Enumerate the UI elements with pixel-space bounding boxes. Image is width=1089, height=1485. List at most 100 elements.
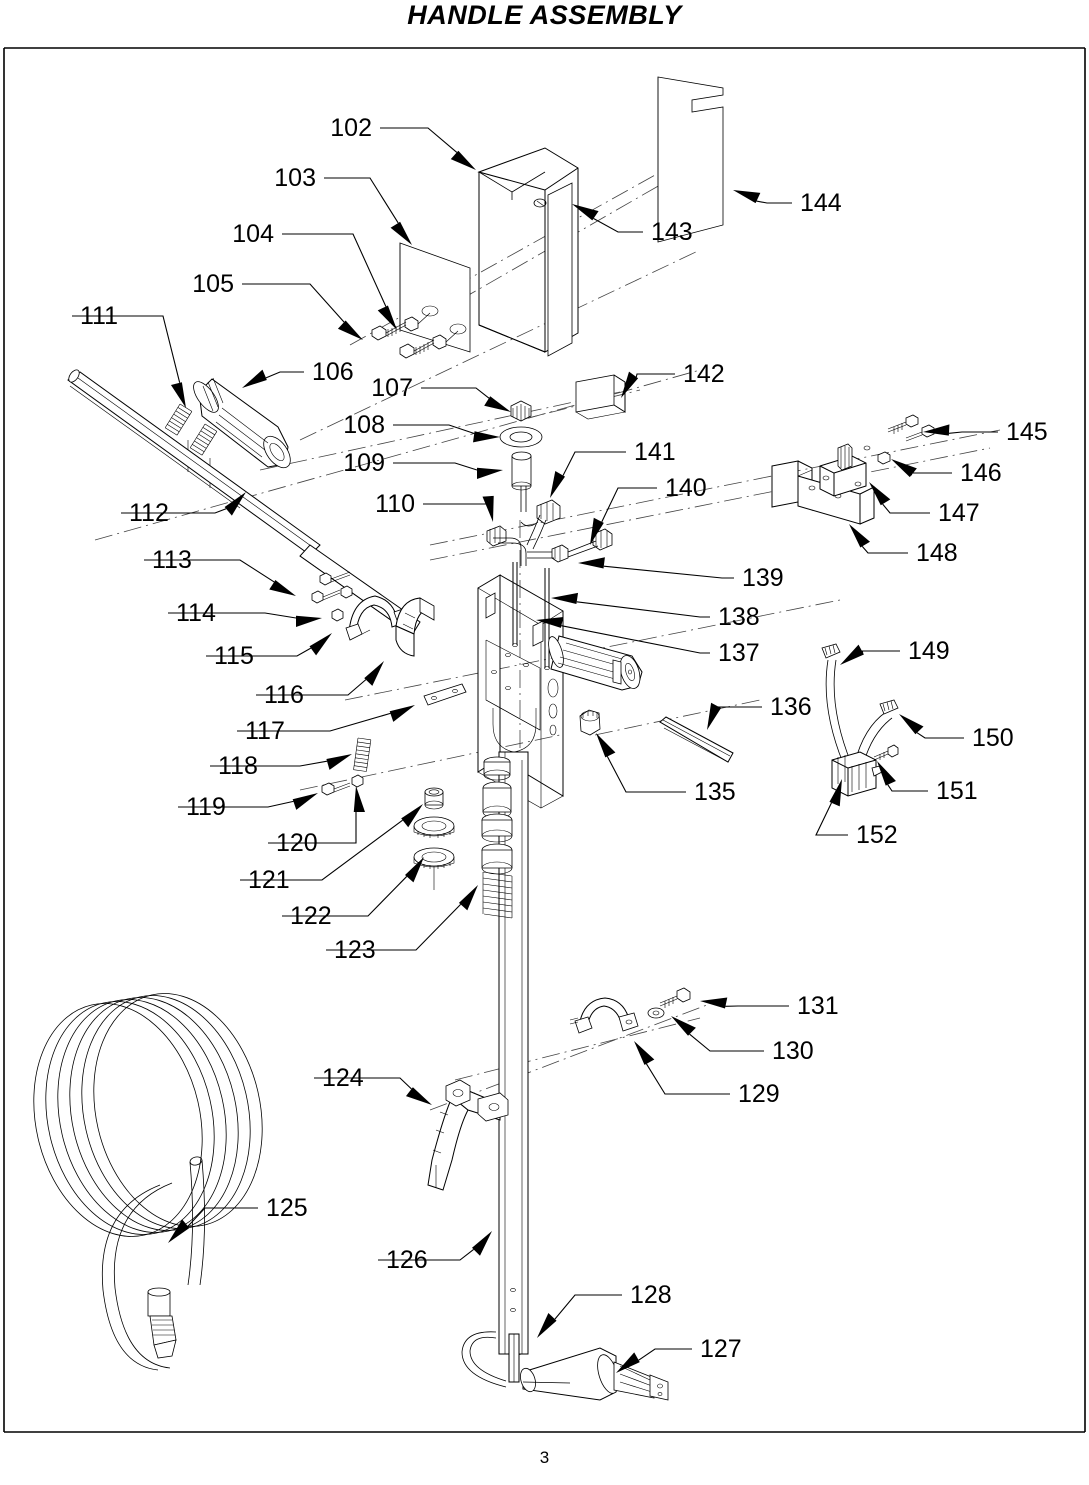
part-143-cover-panel bbox=[547, 182, 573, 357]
callout-leader-102 bbox=[380, 127, 458, 153]
callout-127: 127 bbox=[616, 1335, 742, 1373]
part-122-bearing bbox=[413, 816, 455, 838]
callout-label-148: 148 bbox=[916, 539, 958, 567]
part-104-nuts bbox=[404, 305, 467, 350]
callout-leader-105 bbox=[242, 283, 345, 323]
callout-leader-103 bbox=[324, 177, 399, 224]
callout-leader-106 bbox=[265, 371, 304, 379]
callout-leader-113 bbox=[144, 559, 275, 583]
callout-arrow-113 bbox=[269, 580, 296, 596]
callout-arrow-144 bbox=[733, 190, 761, 204]
callout-arrow-137 bbox=[536, 616, 564, 628]
callout-leader-115 bbox=[206, 647, 312, 657]
callout-leader-142 bbox=[635, 373, 675, 378]
callout-leader-121 bbox=[240, 819, 403, 881]
callout-109: 109 bbox=[343, 449, 503, 479]
callout-label-139: 139 bbox=[742, 564, 784, 592]
callout-leader-139 bbox=[603, 565, 734, 579]
callout-leader-124 bbox=[314, 1077, 412, 1090]
callout-arrow-124 bbox=[405, 1087, 432, 1105]
callout-arrow-103 bbox=[390, 221, 412, 245]
callout-label-151: 151 bbox=[936, 777, 978, 805]
callout-arrow-150 bbox=[899, 714, 924, 735]
part-144-notched-plate bbox=[657, 76, 724, 243]
callout-arrow-131 bbox=[700, 997, 728, 1009]
callout-leader-144 bbox=[756, 200, 792, 204]
part-105-screws bbox=[371, 321, 435, 359]
callout-leader-116 bbox=[256, 679, 367, 696]
callout-136: 136 bbox=[707, 693, 812, 730]
callout-label-140: 140 bbox=[665, 474, 707, 502]
callout-arrow-128 bbox=[537, 1312, 557, 1338]
callout-119: 119 bbox=[178, 793, 318, 821]
callout-arrow-147 bbox=[869, 482, 891, 506]
callout-label-125: 125 bbox=[266, 1194, 308, 1222]
callout-label-149: 149 bbox=[908, 637, 950, 665]
part-114-nuts bbox=[331, 585, 353, 622]
hose-lines-center bbox=[493, 486, 599, 566]
callout-arrow-135 bbox=[596, 733, 616, 758]
part-127-nozzle bbox=[461, 1331, 669, 1401]
page-title: HANDLE ASSEMBLY bbox=[407, 0, 682, 30]
callout-104: 104 bbox=[232, 220, 397, 330]
part-106-hand-grip bbox=[193, 377, 291, 469]
callout-label-130: 130 bbox=[772, 1037, 814, 1065]
callout-110: 110 bbox=[375, 490, 494, 522]
callout-leader-126 bbox=[378, 1248, 474, 1261]
callout-leader-143 bbox=[593, 218, 643, 233]
part-145-screws bbox=[887, 414, 935, 442]
callout-111: 111 bbox=[72, 302, 186, 408]
callout-leader-110 bbox=[423, 496, 493, 505]
callout-label-127: 127 bbox=[700, 1335, 742, 1363]
center-mount-bracket bbox=[477, 574, 564, 809]
callout-145: 145 bbox=[923, 418, 1048, 446]
callout-152: 152 bbox=[815, 779, 898, 849]
callout-129: 129 bbox=[634, 1041, 780, 1108]
callout-108: 108 bbox=[343, 411, 500, 443]
callout-130: 130 bbox=[671, 1016, 814, 1065]
main-shaft-column bbox=[498, 751, 529, 1355]
callout-arrow-151 bbox=[877, 761, 896, 786]
callout-arrow-142 bbox=[621, 371, 639, 398]
callout-arrow-109 bbox=[477, 467, 503, 479]
callout-144: 144 bbox=[733, 189, 842, 217]
part-119-screw bbox=[321, 774, 364, 796]
callout-arrow-126 bbox=[472, 1231, 492, 1256]
callout-arrow-138 bbox=[551, 592, 579, 605]
callout-103: 103 bbox=[274, 164, 412, 245]
callout-label-109: 109 bbox=[343, 449, 385, 477]
callout-arrow-136 bbox=[707, 702, 722, 730]
part-103-gasket-plate bbox=[399, 242, 471, 353]
callout-leader-108 bbox=[393, 424, 475, 434]
callout-150: 150 bbox=[899, 714, 1014, 752]
part-121-cap bbox=[424, 787, 444, 810]
callout-label-129: 129 bbox=[738, 1080, 780, 1108]
callout-label-145: 145 bbox=[1006, 418, 1048, 446]
part-135-knob bbox=[579, 709, 601, 736]
part-118-spring bbox=[353, 737, 372, 772]
callout-label-143: 143 bbox=[651, 218, 693, 246]
callout-120: 120 bbox=[268, 786, 365, 857]
callout-151: 151 bbox=[877, 761, 978, 805]
part-110-fitting bbox=[486, 525, 507, 547]
callout-arrow-107 bbox=[484, 396, 511, 412]
part-117-bracket bbox=[423, 683, 467, 706]
callout-leader-129 bbox=[645, 1063, 730, 1095]
callout-arrow-148 bbox=[849, 524, 871, 548]
callout-leader-147 bbox=[882, 503, 930, 514]
callout-143: 143 bbox=[572, 204, 693, 246]
callout-146: 146 bbox=[891, 459, 1002, 487]
callout-138: 138 bbox=[551, 592, 760, 631]
callout-leader-138 bbox=[576, 601, 710, 618]
callout-arrow-111 bbox=[170, 382, 186, 408]
callout-leader-135 bbox=[606, 756, 686, 793]
callout-112: 112 bbox=[121, 492, 246, 527]
callout-137: 137 bbox=[536, 616, 760, 667]
callout-label-152: 152 bbox=[856, 821, 898, 849]
callout-131: 131 bbox=[700, 992, 839, 1020]
callout-label-141: 141 bbox=[634, 438, 676, 466]
callout-label-144: 144 bbox=[800, 189, 842, 217]
callout-118: 118 bbox=[210, 752, 352, 780]
part-149-cable bbox=[821, 643, 855, 771]
callout-arrow-102 bbox=[450, 150, 476, 170]
